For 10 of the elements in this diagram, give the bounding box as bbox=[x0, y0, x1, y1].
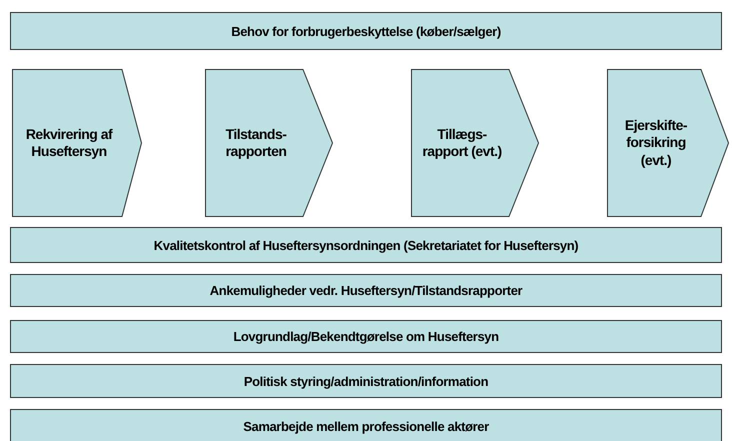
process-band: Ankemuligheder vedr. Huseftersyn/Tilstandsrapporter bbox=[10, 274, 722, 307]
step-label: Tillægs- rapport (evt.) bbox=[421, 126, 503, 160]
process-band: Kvalitetskontrol af Huseftersynsordningen (Sekretariatet for Huseftersyn) bbox=[10, 227, 722, 263]
step-label: Rekvirering af Huseftersyn bbox=[24, 126, 114, 160]
step-label: Ejerskifte- forsikring (evt.) bbox=[624, 116, 688, 170]
step-label: Tilstands- rapporten bbox=[224, 126, 288, 160]
process-band: Politisk styring/administration/information bbox=[10, 364, 722, 398]
process-band: Samarbejde mellem professionelle aktører bbox=[10, 409, 722, 441]
process-band: Lovgrundlag/Bekendtgørelse om Huseftersyn bbox=[10, 320, 722, 353]
process-band: Behov for forbrugerbeskyttelse (køber/sælger) bbox=[10, 12, 722, 50]
